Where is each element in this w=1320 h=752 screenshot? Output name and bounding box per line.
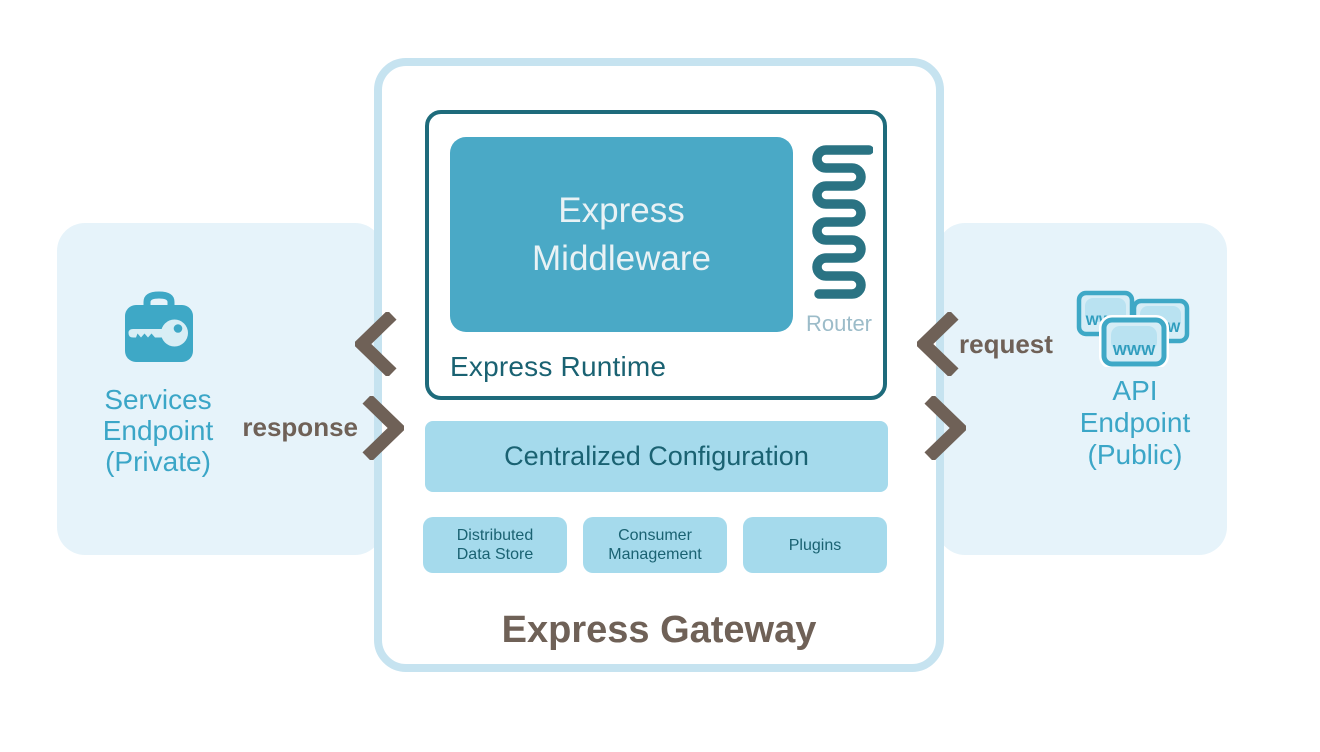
router-serpentine-icon xyxy=(812,145,873,299)
chevron-right-response-icon xyxy=(362,396,404,460)
response-label: response xyxy=(242,412,358,442)
module-label-line: Distributed xyxy=(456,527,534,544)
briefcase-key-icon xyxy=(125,291,193,362)
router: Router xyxy=(801,142,877,337)
services-endpoint-label: Services Endpoint (Private) xyxy=(58,384,258,477)
gateway-title: Express Gateway xyxy=(501,609,817,651)
api-endpoint-label: API Endpoint (Public) xyxy=(1045,375,1225,471)
distributed-data-store-box: Distributed Data Store xyxy=(423,517,567,573)
api-endpoint-line1: API xyxy=(1112,375,1158,406)
services-endpoint-line1: Services xyxy=(104,384,212,415)
api-endpoint-line3: (Public) xyxy=(1087,439,1183,470)
www-windows-icon: WWW WWW WWW xyxy=(1076,290,1190,367)
module-label-line: Consumer xyxy=(618,527,692,544)
api-endpoint-panel xyxy=(937,223,1227,555)
www-text: WWW xyxy=(1113,342,1156,359)
module-label-line: Data Store xyxy=(456,546,534,563)
centralized-configuration-label: Centralized Configuration xyxy=(504,441,809,471)
middleware-label-line2: Middleware xyxy=(532,238,711,278)
consumer-management-box: Consumer Management xyxy=(583,517,727,573)
router-label: Router xyxy=(805,311,873,336)
module-label-line: Plugins xyxy=(788,536,842,554)
plugins-box: Plugins xyxy=(743,517,887,573)
request-label: request xyxy=(959,329,1053,359)
express-runtime-label: Express Runtime xyxy=(450,351,667,382)
express-middleware-box: Express Middleware xyxy=(450,137,793,332)
middleware-label-line1: Express xyxy=(558,190,685,230)
services-endpoint-panel xyxy=(57,223,383,555)
services-endpoint-line2: Endpoint xyxy=(102,415,214,446)
services-endpoint-line3: (Private) xyxy=(105,446,211,477)
module-label-line: Management xyxy=(608,546,702,563)
www-chip-3: WWW xyxy=(1099,315,1169,367)
centralized-configuration-box: Centralized Configuration xyxy=(425,421,888,492)
chevron-right-to-client-icon xyxy=(924,396,966,460)
chevron-left-to-services-icon xyxy=(355,312,397,376)
chevron-left-request-icon xyxy=(917,312,959,376)
api-endpoint-line2: Endpoint xyxy=(1079,407,1191,438)
